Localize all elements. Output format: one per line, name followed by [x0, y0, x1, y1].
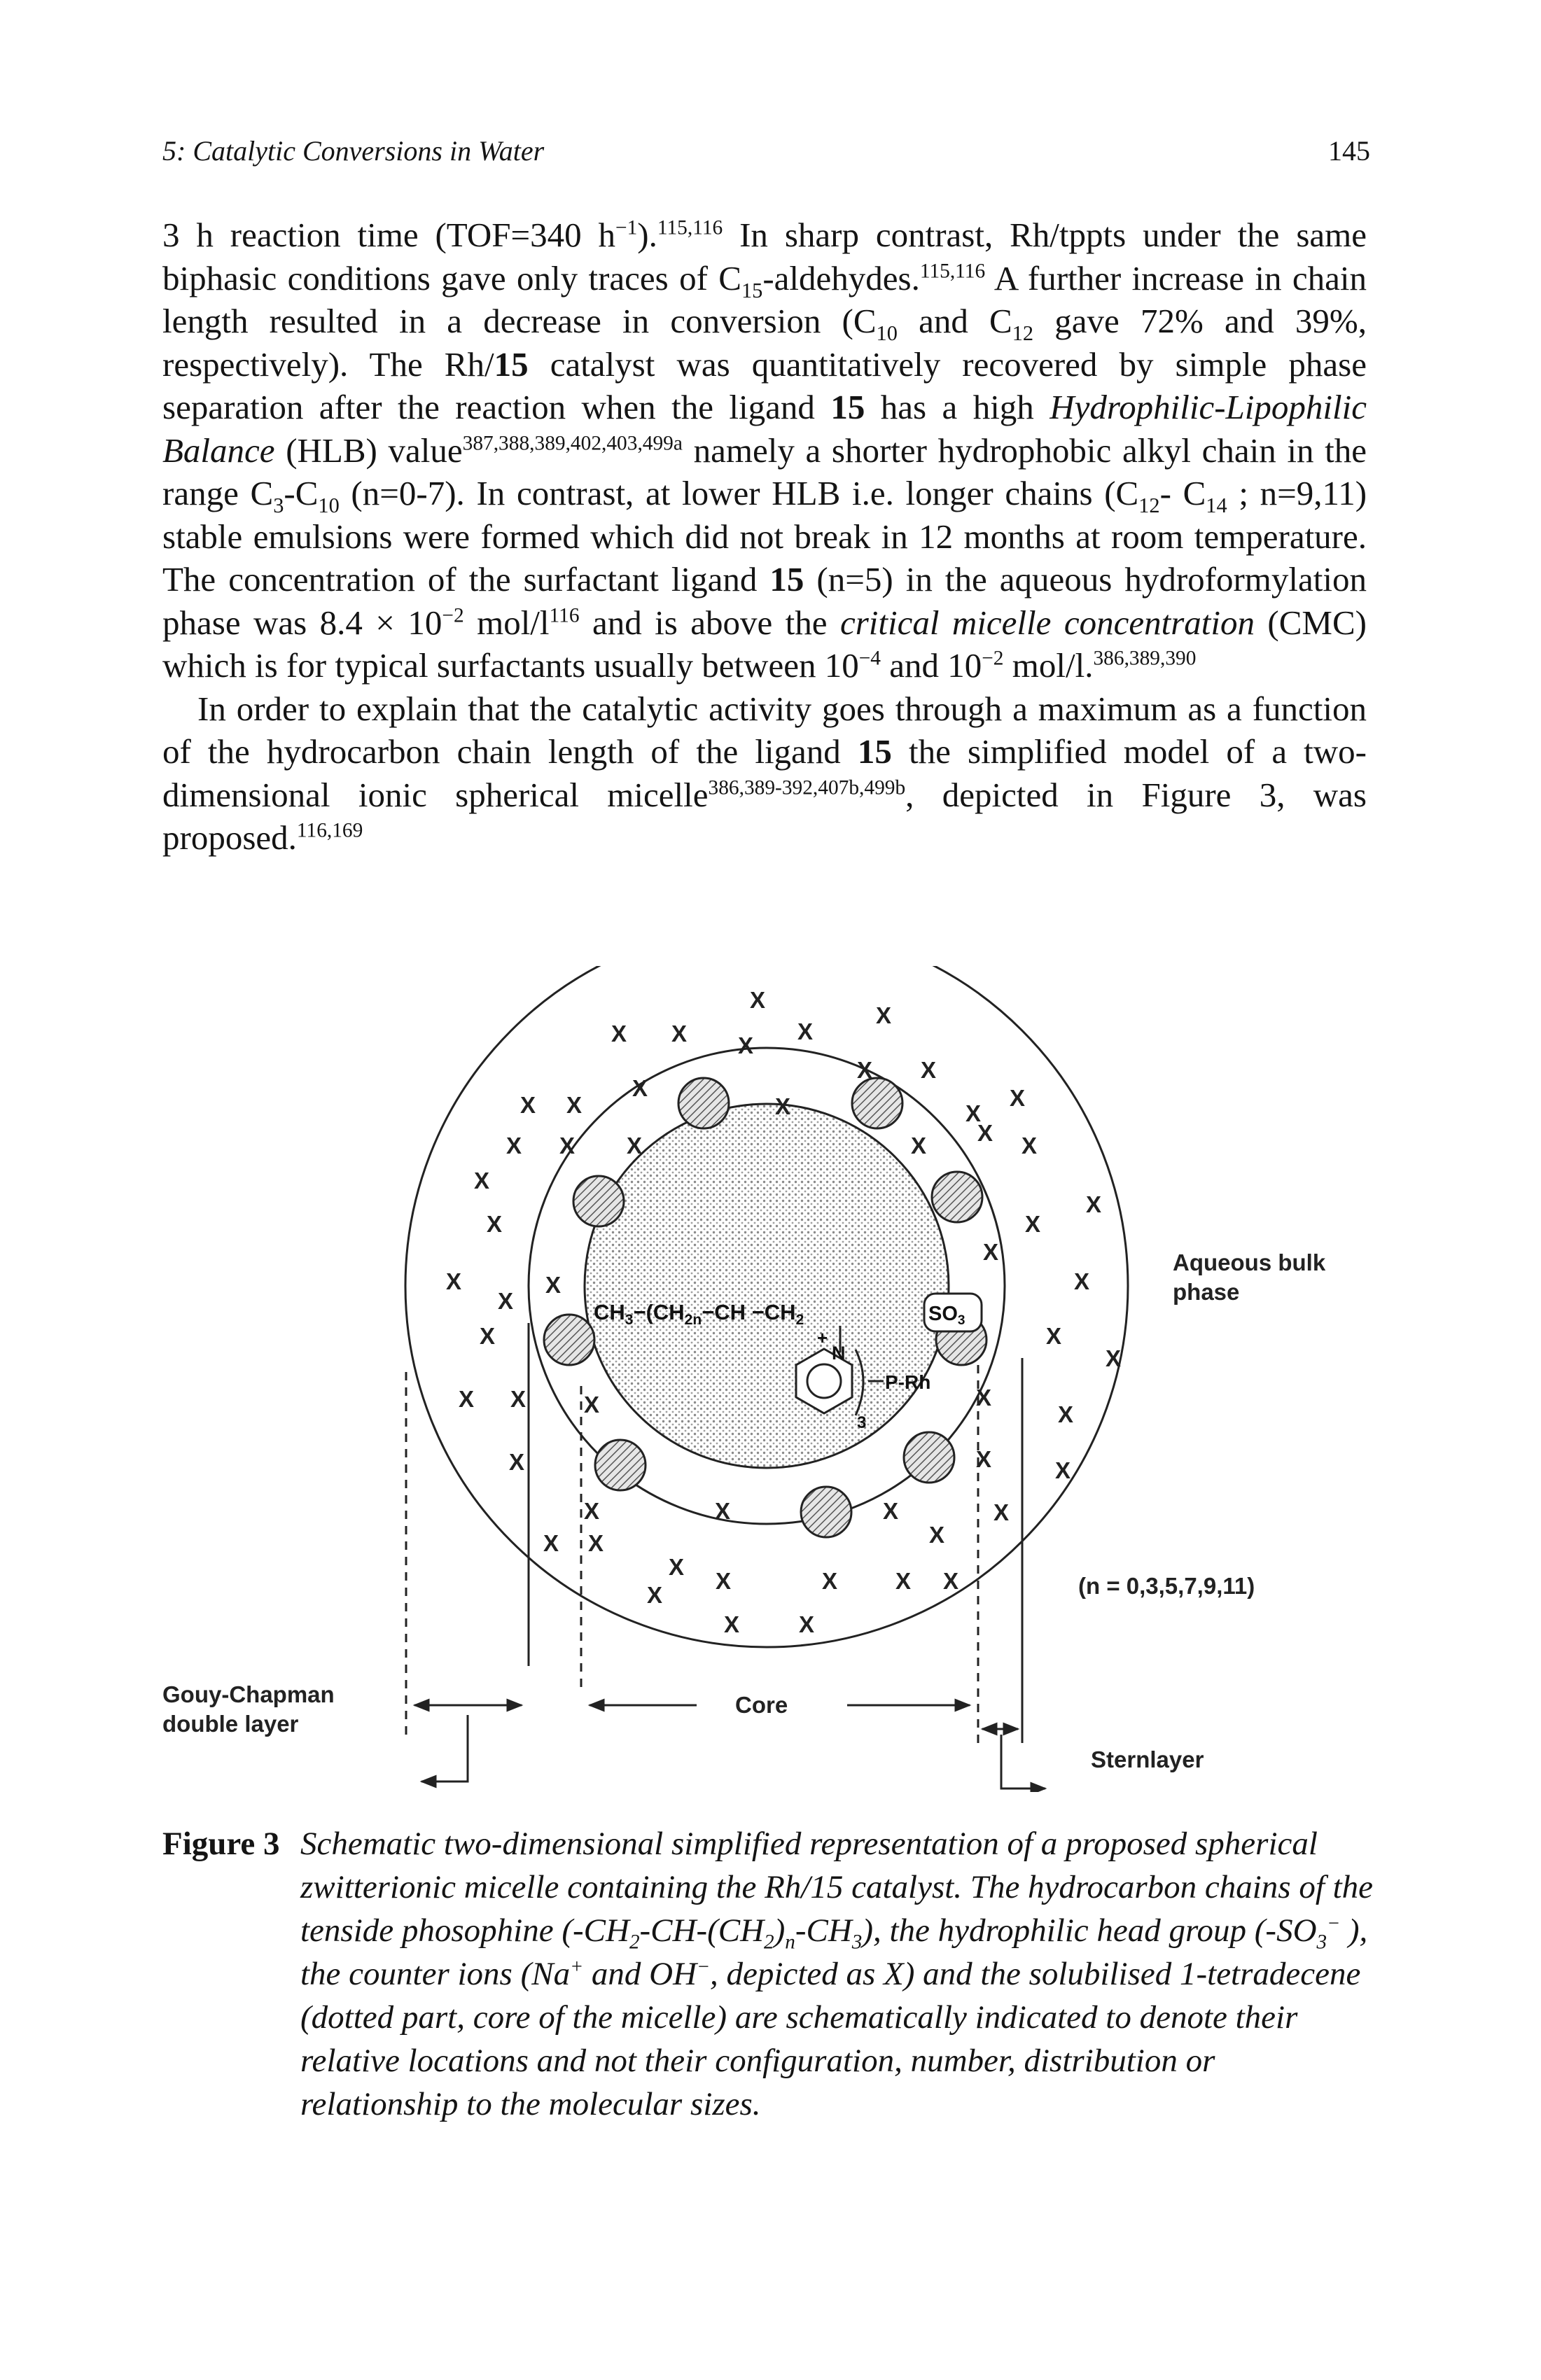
- head-groups: [543, 1077, 988, 1539]
- counter-ion-x: X: [566, 1092, 582, 1118]
- head-group: [851, 1077, 904, 1130]
- counter-ion-x: X: [976, 1385, 991, 1410]
- counter-ion-x: X: [487, 1211, 502, 1237]
- gouy-chapman-leader: [419, 1715, 469, 1788]
- counter-ion-x: X: [498, 1288, 513, 1314]
- guide-lines: [405, 1323, 1047, 1792]
- counter-ion-x: X: [520, 1092, 536, 1118]
- counter-ion-x: X: [977, 1120, 993, 1146]
- counter-ion-x: X: [1010, 1085, 1025, 1111]
- counter-ion-x: X: [647, 1582, 662, 1608]
- outer-diffuse-boundary: [404, 966, 1129, 1648]
- counter-ion-x: X: [1021, 1133, 1037, 1158]
- micelle-core-dotted: [583, 1102, 950, 1469]
- body-text: 3 h reaction time (TOF=340 h−1).115,116 …: [162, 214, 1367, 860]
- counter-ion-x: X: [724, 1611, 739, 1637]
- sulfonate-head-box: [923, 1292, 983, 1333]
- counter-ion-x: X: [459, 1386, 474, 1412]
- counter-ion-x: X: [738, 1032, 753, 1058]
- sulfonate-head-label: SO3: [928, 1303, 965, 1328]
- counter-ion-x: X: [1086, 1191, 1101, 1217]
- nitrogen-label: N: [832, 1343, 846, 1364]
- counter-ion-x: X: [446, 1268, 461, 1294]
- counter-ion-x: X: [669, 1554, 684, 1580]
- figure-caption-text: Schematic two-dimensional simplified rep…: [300, 1826, 1374, 2122]
- counter-ion-x: X: [943, 1568, 958, 1594]
- page-number: 145: [1328, 135, 1370, 167]
- tenside-molecule: CH3−(CH2n−CH −CH2 SO3 N + 3 P-Rh: [594, 1292, 983, 1432]
- counter-ion-x: X: [584, 1498, 599, 1524]
- head-group: [902, 1431, 956, 1484]
- counter-ion-x: X: [1055, 1457, 1071, 1483]
- counter-ion-x: X: [716, 1568, 731, 1594]
- counter-ion-x: X: [545, 1272, 561, 1298]
- counter-ion-x: X: [876, 1002, 891, 1028]
- counter-ion-x: X: [965, 1100, 981, 1126]
- head-group: [543, 1313, 596, 1366]
- paragraph-2: In order to explain that the catalytic a…: [162, 689, 1367, 858]
- counter-ion-x: X: [671, 1021, 687, 1046]
- charge-plus: +: [817, 1327, 828, 1348]
- running-header-chapter: 5: Catalytic Conversions in Water: [162, 135, 545, 167]
- counter-ion-x: X: [506, 1133, 522, 1158]
- counter-ion-x: X: [976, 1446, 991, 1472]
- ligand-bracket: [854, 1349, 865, 1416]
- pyridinium-ring-inner: [806, 1363, 842, 1399]
- counter-ion-x: X: [627, 1133, 642, 1158]
- counter-ion-x: X: [632, 1075, 648, 1101]
- stern-layer-boundary: [527, 1046, 1006, 1525]
- counter-ion-x: X: [588, 1530, 604, 1556]
- counter-ion-x: X: [983, 1239, 998, 1265]
- figure-caption: Figure 3 Schematic two-dimensional simpl…: [162, 1822, 1381, 2122]
- core-label: Core: [735, 1692, 788, 1718]
- counter-ion-x: X: [857, 1057, 872, 1083]
- counter-ion-x: X: [1046, 1323, 1061, 1349]
- hydrocarbon-chain-label: CH3−(CH2n−CH −CH2: [594, 1300, 804, 1328]
- counter-ion-x: X: [510, 1386, 526, 1412]
- paragraph-1: 3 h reaction time (TOF=340 h−1).115,116 …: [162, 216, 1367, 685]
- counter-ion-x: X: [921, 1057, 936, 1083]
- counter-ion-x: X: [1025, 1211, 1040, 1237]
- head-group: [677, 1077, 730, 1130]
- counter-ion-x: X: [584, 1392, 599, 1418]
- counter-ion-x: X: [929, 1522, 944, 1548]
- counter-ion-x: X: [611, 1021, 627, 1046]
- bracket-subscript: 3: [857, 1413, 866, 1432]
- head-group: [930, 1170, 984, 1224]
- counter-ion-x: X: [883, 1498, 898, 1524]
- figure-micelle-diagram: CH3−(CH2n−CH −CH2 SO3 N + 3 P-Rh: [0, 966, 1541, 1792]
- counter-ion-x: X: [543, 1530, 559, 1556]
- head-group: [594, 1438, 647, 1492]
- counter-ion-x: X: [775, 1093, 790, 1119]
- counter-ion-x: X: [822, 1568, 837, 1594]
- head-group: [800, 1485, 853, 1539]
- counter-ions: X X X X X X X X X X X X X X X X X X X X …: [446, 987, 1121, 1637]
- counter-ion-x: X: [1106, 1345, 1121, 1371]
- counter-ion-x: X: [509, 1449, 524, 1475]
- sternlayer-leader: [1000, 1735, 1047, 1792]
- p-rh-label: P-Rh: [885, 1371, 930, 1393]
- counter-ion-x: X: [1074, 1268, 1089, 1294]
- figure-caption-label: Figure 3: [162, 1826, 280, 1862]
- counter-ion-x: X: [799, 1611, 814, 1637]
- pyridinium-ring-icon: [795, 1348, 853, 1415]
- counter-ion-x: X: [480, 1323, 495, 1349]
- counter-ion-x: X: [474, 1168, 489, 1194]
- gouy-chapman-label: Gouy-Chapman double layer: [162, 1681, 335, 1737]
- counter-ion-x: X: [911, 1133, 926, 1158]
- counter-ion-x: X: [750, 987, 765, 1013]
- counter-ion-x: X: [715, 1498, 730, 1524]
- counter-ion-x: X: [797, 1018, 813, 1044]
- counter-ion-x: X: [993, 1499, 1009, 1525]
- n-values-label: (n = 0,3,5,7,9,11): [1078, 1573, 1255, 1599]
- counter-ion-x: X: [895, 1568, 911, 1594]
- head-group: [572, 1175, 625, 1228]
- micelle-diagram-svg: CH3−(CH2n−CH −CH2 SO3 N + 3 P-Rh: [404, 966, 1129, 1792]
- sternlayer-label: Sternlayer: [1091, 1746, 1204, 1772]
- counter-ion-x: X: [1058, 1401, 1073, 1427]
- counter-ion-x: X: [559, 1133, 575, 1158]
- aqueous-bulk-label: Aqueous bulk phase: [1173, 1250, 1326, 1305]
